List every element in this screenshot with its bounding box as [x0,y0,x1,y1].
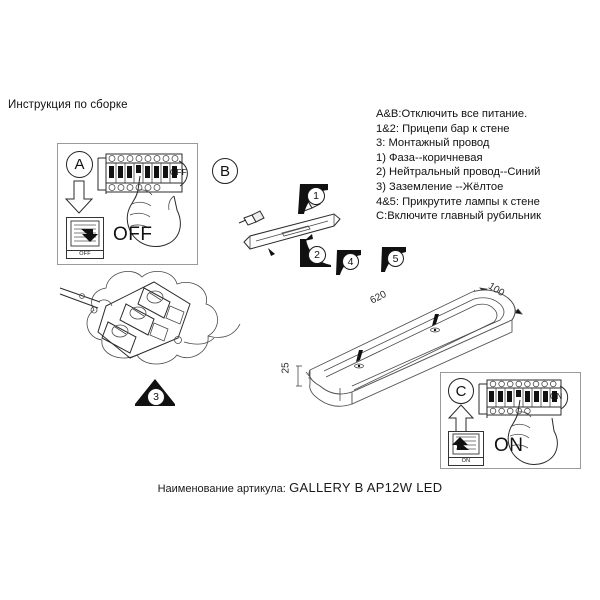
breaker-state-mini-label-a: OFF [170,168,187,177]
state-word-on: ON [494,435,524,456]
breaker-switch-row-icon-on [478,379,562,418]
page-title: Инструкция по сборке [8,99,128,111]
breaker-state-mini-label-c: ON [550,392,563,401]
instruction-line-live-wire: 1) Фаза--коричневая [376,151,483,164]
step-arrow-up-right-icon [300,239,331,267]
breaker-switch-row-icon [97,153,183,194]
state-word-off: OFF [113,224,153,245]
instruction-line-45: 4&5: Прикрутите лампы к стене [376,195,540,208]
product-name-label: Наименование артикула: [157,483,286,495]
instruction-line-12: 1&2: Прицепи бар к стене [376,122,510,135]
hand-pointing-icon-on [507,399,558,465]
label-circle-a: A [66,151,93,178]
step-marker-2: 2 [298,237,334,269]
instruction-line-c: C:Включите главный рубильник [376,210,542,223]
instruction-text-block: A&B:Отключить все питание. 1&2: Прицепи … [376,107,541,224]
rotate-arc-icon-on [559,385,569,410]
detail-box-c-power-on: C [440,372,581,469]
breaker-panel-icon-on: ON [448,431,484,466]
product-name-value: GALLERY B AP12W LED [289,480,443,495]
breaker-panel-icon-off: OFF [66,217,104,259]
step-number-5: 5 [387,250,404,267]
lamp-dimension-drawing [296,287,523,407]
down-arrow-icon [64,180,94,214]
step-number-4: 4 [342,253,359,270]
instruction-line-ground-wire: 3) Заземление --Жёлтое [376,180,504,193]
step-marker-3: 3 [134,378,176,408]
instruction-line-ab: A&B:Отключить все питание. [376,108,528,120]
label-circle-c: C [448,378,474,404]
panel-face-icon-on [452,433,480,455]
step-marker-5: 5 [379,246,409,274]
product-name-line: Наименование артикула: GALLERY B AP12W L… [0,480,600,495]
step-marker-4: 4 [334,249,364,277]
step-marker-1: 1 [296,182,332,216]
panel-face-icon [70,220,100,247]
dimension-height-25: 25 [280,362,292,374]
instruction-line-neutral-wire: 2) Нейтральный провод--Синий [376,166,541,179]
panel-icon-caption-on: ON [449,457,483,465]
detail-box-a-power-off: A [57,143,198,265]
panel-icon-caption-off: OFF [67,250,103,258]
label-circle-b: B [212,158,238,184]
terminal-block-illustration [59,270,241,365]
step-number-3: 3 [147,388,165,406]
rotate-arc-icon [178,160,188,187]
up-arrow-icon [447,404,475,434]
step-number-1: 1 [307,187,325,205]
hand-pointing-icon [126,175,181,247]
step-number-2: 2 [308,246,326,264]
instruction-line-3: 3: Монтажный провод [376,137,490,150]
